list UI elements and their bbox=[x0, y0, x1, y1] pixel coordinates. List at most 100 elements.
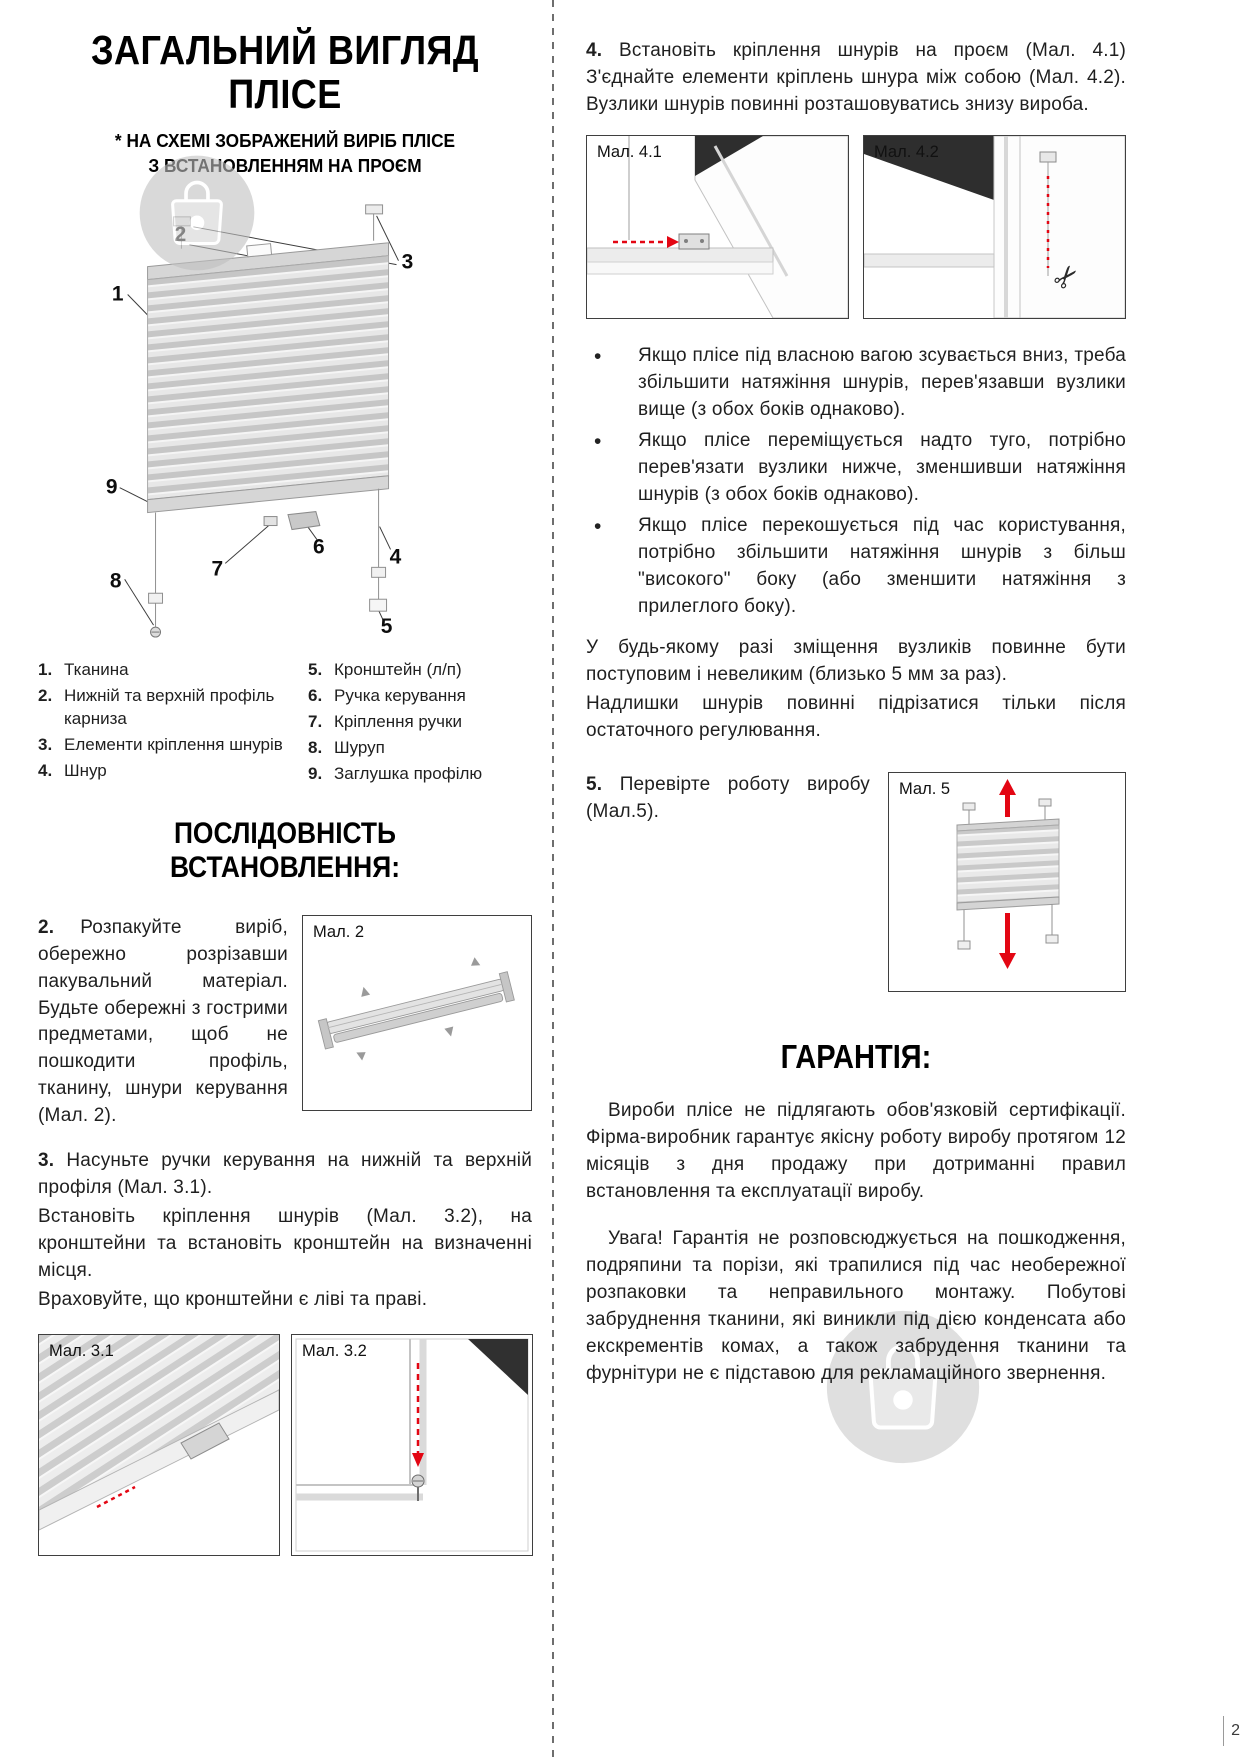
diagram-callout-3: 3 bbox=[402, 251, 414, 274]
overview-diagram: 1 2 3 4 5 6 7 8 9 bbox=[66, 183, 498, 651]
page-number-value: 2 bbox=[1231, 1722, 1240, 1739]
step-3-paragraph: Встановіть кріплення шнурів (Мал. 3.2), … bbox=[38, 1206, 532, 1282]
legend-item: 8. Шуруп bbox=[308, 737, 482, 760]
step-3-paragraph: Враховуйте, що кронштейни є ліві та прав… bbox=[38, 1289, 428, 1311]
figure-4-2: Мал. 4.2 ✂ bbox=[863, 134, 1126, 319]
diagram-note: * НА СХЕМІ ЗОБРАЖЕНИЙ ВИРІБ ПЛІСЕ З ВСТА… bbox=[48, 129, 522, 179]
legend-item: 4. Шнур bbox=[38, 760, 308, 783]
legend-item: 1. Тканина bbox=[38, 659, 308, 682]
figure-label: Мал. 4.1 bbox=[597, 142, 662, 161]
step-5-block: 5. Перевірте роботу виробу (Мал.5). Мал.… bbox=[586, 772, 1126, 993]
adjustment-note-1: У будь-якому разі зміщення вузликів пови… bbox=[586, 636, 1126, 685]
step-3-number: 3. bbox=[38, 1150, 55, 1172]
figure-label: Мал. 2 bbox=[313, 922, 365, 941]
page-number-rule bbox=[1223, 1716, 1225, 1746]
legend-text: Нижній та верхній профіль карниза bbox=[64, 685, 275, 728]
legend-item: 6. Ручка керування bbox=[308, 685, 482, 708]
legend-num: 8. bbox=[308, 737, 323, 757]
diagram-callout-1: 1 bbox=[112, 282, 124, 305]
legend-num: 6. bbox=[308, 685, 323, 705]
legend-text: Шуруп bbox=[334, 737, 385, 757]
figure-4-2-illustration: ✂ bbox=[864, 135, 1125, 318]
figures-3-row: Мал. 3.1 Мал. 3.2 bbox=[38, 1334, 533, 1557]
legend-text: Тканина bbox=[64, 659, 129, 679]
warranty-paragraph-1: Вироби плісе не підлягають обов'язковій … bbox=[586, 1100, 1126, 1203]
diagram-callout-8: 8 bbox=[110, 569, 122, 592]
step-5-paragraph: 5. Перевірте роботу виробу (Мал.5). bbox=[586, 772, 870, 826]
adjustment-note-2: Надлишки шнурів повинні підрізатися тіль… bbox=[586, 692, 1126, 741]
legend-text: Шнур bbox=[64, 760, 107, 780]
legend-column-2: 5. Кронштейн (л/п) 6. Ручка керування 7. Кр… bbox=[308, 659, 482, 789]
figure-3-2-illustration bbox=[295, 1338, 529, 1552]
legend-text: Елементи кріплення шнурів bbox=[64, 734, 283, 754]
figure-2: Мал. 2 bbox=[302, 914, 532, 1111]
legend-item: 5. Кронштейн (л/п) bbox=[308, 659, 482, 682]
figure-3-1: Мал. 3.1 bbox=[38, 1334, 280, 1557]
step-5-number: 5. bbox=[586, 774, 603, 796]
diagram-callout-7: 7 bbox=[211, 557, 223, 580]
diagram-callout-5: 5 bbox=[381, 615, 393, 638]
step-2-paragraph: 2.Розпакуйте виріб, обережно розрізавши … bbox=[38, 915, 288, 1131]
bullet-item: Якщо плісе перекошується під час користу… bbox=[586, 512, 1126, 621]
legend-num: 9. bbox=[308, 763, 323, 783]
legend: 1. Тканина 2. Нижній та верхній профіль ка… bbox=[38, 659, 532, 789]
page-title-line-1: ЗАГАЛЬНИЙ ВИГЛЯД bbox=[90, 27, 480, 73]
step-4-text: Встановіть кріплення шнурів на проєм (Ма… bbox=[586, 40, 1127, 115]
diagram-callout-4: 4 bbox=[390, 545, 402, 568]
step-3-block: 3. Насуньте ручки керування на нижній та… bbox=[38, 1148, 532, 1314]
legend-column-1: 1. Тканина 2. Нижній та верхній профіль ка… bbox=[38, 659, 308, 789]
figure-3-1-illustration bbox=[39, 1335, 279, 1531]
step-2-block: 2.Розпакуйте виріб, обережно розрізавши … bbox=[38, 914, 532, 1131]
legend-item: 9. Заглушка профілю bbox=[308, 763, 482, 786]
legend-num: 3. bbox=[38, 734, 53, 754]
section-title: ПОСЛІДОВНІСТЬ ВСТАНОВЛЕННЯ: bbox=[169, 816, 401, 884]
step-3-paragraph: 3. Насуньте ручки керування на нижній та… bbox=[38, 1148, 532, 1202]
figure-label: Мал. 4.2 bbox=[874, 142, 939, 161]
step-2-text: Розпакуйте виріб, обережно розрізавши па… bbox=[38, 916, 288, 1127]
pleated-blind-diagram: 1 2 3 4 5 6 7 8 9 bbox=[106, 204, 414, 638]
figure-label: Мал. 3.2 bbox=[302, 1342, 367, 1361]
page-title: ЗАГАЛЬНИЙ ВИГЛЯД ПЛІСЕ bbox=[68, 28, 503, 117]
legend-item: 2. Нижній та верхній профіль карниза bbox=[38, 685, 308, 731]
figure-4-1-illustration bbox=[587, 135, 848, 318]
legend-text: Заглушка профілю bbox=[334, 763, 483, 783]
figure-label: Мал. 5 bbox=[899, 780, 951, 799]
step-4-paragraph: 4. Встановіть кріплення шнурів на проєм … bbox=[586, 38, 1126, 119]
figure-5: Мал. 5 bbox=[888, 772, 1126, 993]
figures-4-row: Мал. 4.1 Мал. 4.2 bbox=[586, 134, 1126, 319]
diagram-note-line-2: З ВСТАНОВЛЕННЯМ НА ПРОЄМ bbox=[148, 155, 422, 176]
figure-label: Мал. 3.1 bbox=[49, 1342, 114, 1361]
legend-num: 7. bbox=[308, 711, 323, 731]
bullet-list: Якщо плісе під власною вагою зсувається … bbox=[586, 342, 1126, 621]
page-number: 2 bbox=[1223, 1716, 1240, 1746]
warranty-paragraph-2: Увага! Гарантія не розповсюджується на п… bbox=[586, 1228, 1126, 1385]
step-4-number: 4. bbox=[586, 40, 603, 61]
legend-item: 3. Елементи кріплення шнурів bbox=[38, 734, 308, 757]
legend-num: 5. bbox=[308, 659, 323, 679]
red-arrows-icon bbox=[999, 779, 1016, 970]
figure-3-2: Мал. 3.2 bbox=[291, 1334, 533, 1557]
right-column: 4. Встановіть кріплення шнурів на проєм … bbox=[586, 38, 1126, 1388]
diagram-note-line-1: * НА СХЕМІ ЗОБРАЖЕНИЙ ВИРІБ ПЛІСЕ bbox=[114, 130, 456, 151]
legend-text: Кріплення ручки bbox=[334, 711, 462, 731]
page-title-line-2: ПЛІСЕ bbox=[228, 71, 342, 118]
legend-num: 1. bbox=[38, 659, 53, 679]
step-3-text: Насуньте ручки керування на нижній та ве… bbox=[38, 1150, 533, 1199]
bullet-item: Якщо плісе переміщується надто туго, пот… bbox=[586, 427, 1126, 509]
diagram-callout-2: 2 bbox=[175, 223, 187, 246]
legend-text: Кронштейн (л/п) bbox=[334, 659, 462, 679]
column-divider bbox=[552, 0, 554, 1760]
legend-num: 4. bbox=[38, 760, 53, 780]
figure-4-1: Мал. 4.1 bbox=[586, 134, 849, 319]
diagram-callout-6: 6 bbox=[313, 535, 325, 558]
legend-num: 2. bbox=[38, 685, 53, 705]
left-column: ЗАГАЛЬНИЙ ВИГЛЯД ПЛІСЕ * НА СХЕМІ ЗОБРАЖ… bbox=[38, 28, 533, 1557]
warranty-title: ГАРАНТІЯ: bbox=[780, 1038, 932, 1076]
legend-item: 7. Кріплення ручки bbox=[308, 711, 482, 734]
legend-text: Ручка керування bbox=[334, 685, 466, 705]
step-2-number: 2. bbox=[38, 916, 55, 938]
diagram-callout-9: 9 bbox=[106, 476, 118, 499]
figure-5-illustration bbox=[956, 779, 1060, 970]
bullet-item: Якщо плісе під власною вагою зсувається … bbox=[586, 342, 1126, 424]
